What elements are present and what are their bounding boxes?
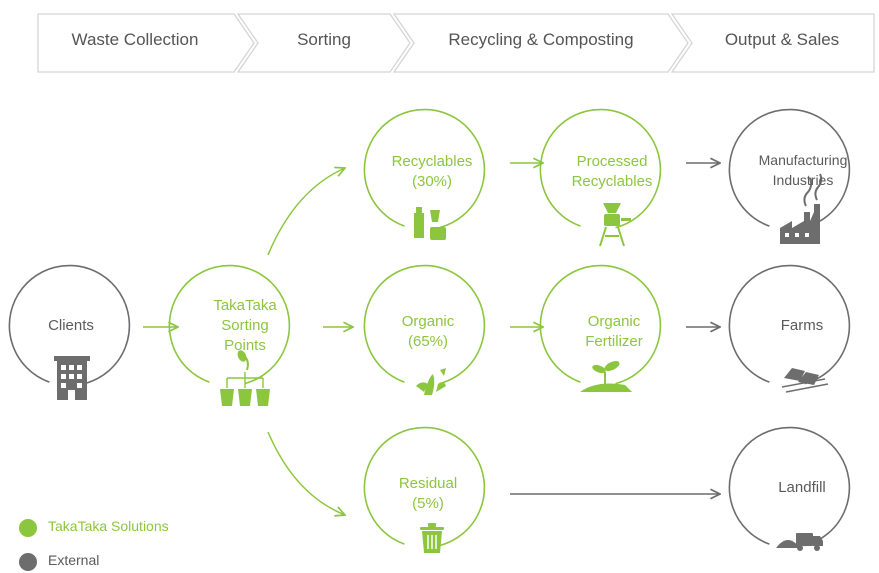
- landfill-arc: [728, 426, 851, 547]
- stage-label-output-sales: Output & Sales: [724, 30, 840, 49]
- field-icon: [781, 368, 829, 393]
- fertilizer-line1: Organic: [587, 313, 641, 330]
- sorting-points-line3: Points: [224, 337, 266, 354]
- processed-line2: Recyclables: [571, 173, 653, 190]
- manufacturing-line2: Industries: [772, 172, 834, 188]
- stage-banner: [37, 13, 875, 73]
- recyclables-line1: Recyclables: [391, 153, 473, 170]
- factory-icon: [780, 173, 823, 244]
- legend-solutions: TakaTaka Solutions: [48, 518, 169, 534]
- manufacturing-label: Manufacturing Industries: [733, 150, 873, 190]
- grinder-icon: [599, 203, 631, 247]
- fertilizer-label: Organic Fertilizer: [544, 312, 684, 352]
- sorting-points-line2: Sorting: [221, 317, 269, 334]
- legend-grey-dot: [19, 553, 37, 571]
- organic-line1: Organic: [401, 313, 455, 330]
- organic-line2: (65%): [407, 333, 448, 350]
- residual-label: Residual (5%): [358, 474, 498, 514]
- sorting-points-arc: [168, 264, 291, 385]
- recyclables-line2: (30%): [411, 173, 452, 190]
- legend-external: External: [48, 552, 99, 568]
- legend-green-dot: [19, 519, 37, 537]
- clients-line1: Clients: [48, 317, 94, 334]
- farms-line1: Farms: [780, 317, 824, 334]
- residual-line1: Residual: [398, 475, 458, 492]
- manufacturing-arc: [728, 108, 851, 229]
- stage-label-recycling-composting: Recycling & Composting: [448, 30, 634, 49]
- manufacturing-line1: Manufacturing: [758, 152, 848, 168]
- arrow-sorting-recyclables: [267, 168, 345, 256]
- recyclables-label: Recyclables (30%): [362, 152, 502, 192]
- building-icon: [54, 356, 90, 400]
- arrow-sorting-residual: [267, 431, 345, 515]
- processed-line1: Processed: [576, 153, 648, 170]
- banana-peel-icon: [416, 368, 446, 395]
- residual-arc: [363, 426, 486, 547]
- processed-arc: [539, 108, 662, 229]
- landfill-line1: Landfill: [778, 479, 826, 496]
- legend-external-label: External: [48, 552, 100, 568]
- clients-arc: [8, 264, 131, 385]
- stage-label-sorting: Sorting: [297, 30, 351, 49]
- bottles-icon: [414, 207, 446, 240]
- bins-icon: [220, 350, 270, 406]
- recyclables-arc: [363, 108, 486, 229]
- sorting-points-label: TakaTaka Sorting Points: [175, 296, 315, 356]
- organic-arc: [363, 264, 486, 385]
- stage-label-waste-collection: Waste Collection: [71, 30, 199, 49]
- residual-line2: (5%): [412, 495, 444, 512]
- farms-arc: [728, 264, 851, 385]
- legend-solutions-label: TakaTaka Solutions: [48, 518, 169, 534]
- truck-icon: [776, 533, 823, 551]
- stage-chevron-1: [37, 13, 255, 73]
- organic-label: Organic (65%): [358, 312, 498, 352]
- sorting-points-line1: TakaTaka: [213, 297, 277, 314]
- sprout-icon: [580, 361, 632, 392]
- stage-chevron-2: [236, 13, 411, 73]
- stage-chevron-3: [392, 13, 689, 73]
- stage-chevron-4: [670, 13, 875, 73]
- landfill-label: Landfill: [732, 478, 872, 498]
- processed-label: Processed Recyclables: [542, 152, 682, 192]
- farms-label: Farms: [732, 316, 872, 336]
- fertilizer-line2: Fertilizer: [585, 333, 643, 350]
- fertilizer-arc: [539, 264, 662, 385]
- clients-label: Clients: [1, 316, 141, 336]
- trash-can-icon: [420, 523, 444, 553]
